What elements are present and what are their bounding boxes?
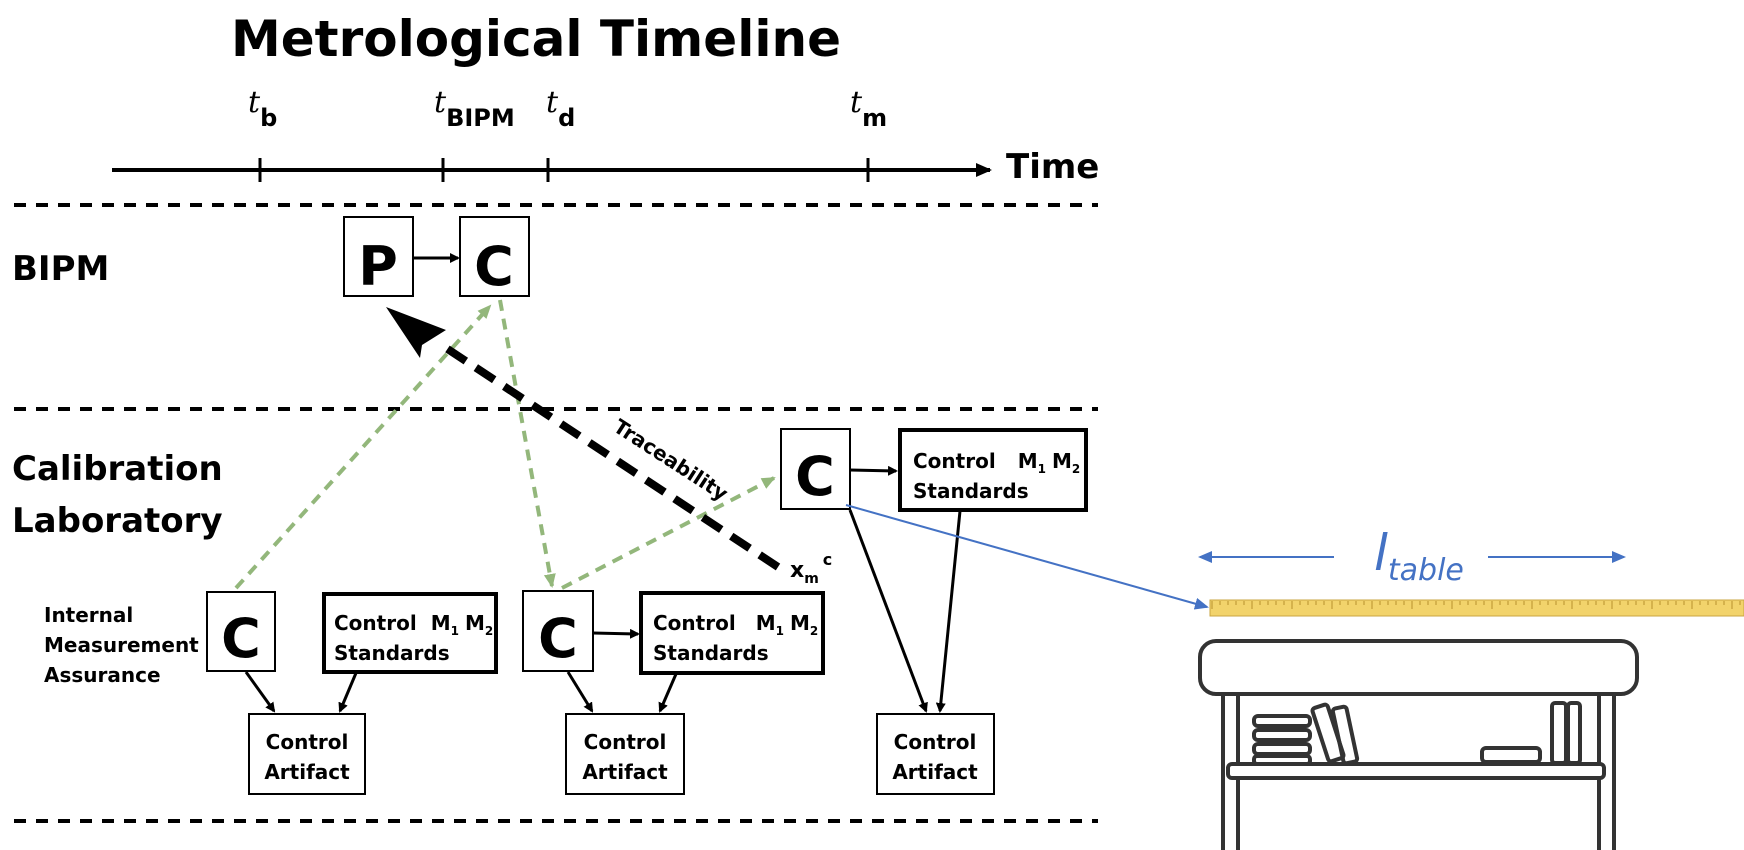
green-cal-c-to-right-c	[561, 476, 776, 590]
desk-illustration	[1198, 639, 1639, 850]
svg-text:C: C	[474, 235, 514, 298]
svg-text:C: C	[538, 607, 578, 670]
ima-c-to-artifact-arrow	[244, 671, 276, 713]
svg-text:Control: Control	[894, 730, 977, 754]
ima-c-box: C	[206, 591, 276, 672]
row-label-bipm: BIPM	[12, 249, 109, 289]
green-ima-to-bipm-c	[234, 304, 492, 590]
right-c-to-artifact-arrow	[848, 509, 928, 713]
svg-text:P: P	[358, 235, 398, 298]
svg-text:Artifact: Artifact	[264, 760, 350, 784]
svg-text:C: C	[221, 607, 261, 670]
traceability-label: Traceability	[609, 414, 732, 506]
tick-label-tbipm: tBIPM	[434, 85, 515, 132]
tick-label-tm: tm	[850, 85, 887, 132]
right-control-artifact-box: Control Artifact	[876, 713, 995, 795]
svg-text:Standards: Standards	[913, 479, 1029, 503]
right-standards-to-artifact-arrow	[935, 510, 962, 713]
cal-standards-to-artifact-arrow	[658, 673, 678, 713]
row-label-laboratory: Laboratory	[12, 501, 223, 541]
traceability-arrowhead	[386, 307, 446, 358]
ima-label-line3: Assurance	[44, 663, 161, 687]
svg-text:Standards: Standards	[653, 641, 769, 665]
svg-text:Control: Control	[266, 730, 349, 754]
bipm-c-box: C	[459, 216, 530, 298]
green-bipm-c-to-cal-c	[498, 299, 556, 588]
svg-text:C: C	[795, 445, 835, 508]
svg-text:Standards: Standards	[334, 641, 450, 665]
ima-label-line1: Internal	[44, 603, 133, 627]
right-c-to-standards-arrow	[849, 465, 898, 476]
svg-text:Artifact: Artifact	[892, 760, 978, 784]
svg-text:Control: Control	[584, 730, 667, 754]
cal-c-to-standards-arrow	[592, 628, 640, 639]
bipm-p-box: P	[343, 216, 414, 298]
right-c-box: C	[780, 428, 851, 510]
diagram-title: Metrological Timeline	[231, 10, 841, 68]
tick-label-tb: tb	[248, 85, 277, 132]
xmc-label: xmc	[790, 550, 832, 587]
measuring-ruler	[1209, 599, 1744, 617]
ruler-ticks	[1211, 601, 1741, 609]
row-label-calibration: Calibration	[12, 449, 223, 489]
blue-c-to-ruler-arrow	[845, 504, 1209, 610]
traceability-arrow	[437, 340, 781, 571]
cal-control-artifact-box: Control Artifact	[565, 713, 685, 795]
cal-c-box: C	[522, 590, 594, 672]
ima-standards-to-artifact-arrow	[338, 672, 358, 713]
svg-text:Artifact: Artifact	[582, 760, 668, 784]
time-axis-label: Time	[1006, 147, 1099, 187]
length-label: ltable	[1374, 524, 1464, 588]
tick-label-td: td	[546, 85, 575, 132]
ima-label-line2: Measurement	[44, 633, 199, 657]
ima-control-artifact-box: Control Artifact	[248, 713, 366, 795]
cal-c-to-artifact-arrow	[566, 671, 594, 713]
